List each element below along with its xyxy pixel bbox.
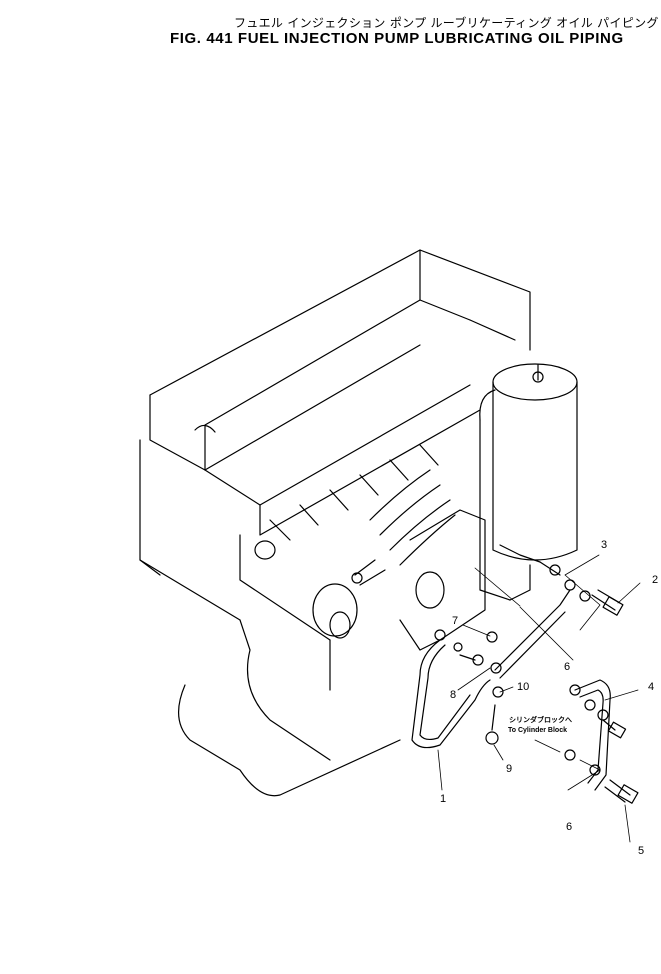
callout-6-upper: 6 [564, 661, 570, 673]
callout-3: 3 [601, 539, 607, 551]
figure-title: FIG. 441 FUEL INJECTION PUMP LUBRICATING… [170, 30, 624, 47]
callout-7: 7 [452, 615, 458, 627]
note-japanese: シリンダブロックへ [509, 715, 572, 724]
note-to-cylinder-block: To Cylinder Block [508, 727, 567, 734]
callout-5: 5 [638, 845, 644, 857]
callout-2: 2 [652, 574, 658, 586]
pipe-4 [574, 679, 627, 791]
small-bolts [453, 631, 596, 745]
callout-4: 4 [648, 681, 654, 693]
callout-8: 8 [450, 689, 456, 701]
callout-9: 9 [506, 763, 512, 775]
leader-lines [437, 554, 641, 843]
bolt-5 [564, 749, 639, 804]
bolt-2 [564, 579, 624, 616]
callout-10: 10 [517, 681, 529, 693]
callout-6-lower: 6 [566, 821, 572, 833]
fuel-filter [479, 363, 578, 601]
engine-block [139, 249, 531, 797]
pipe-1 [411, 589, 571, 749]
callout-1: 1 [440, 793, 446, 805]
title-japanese: フュエル インジェクション ポンプ ルーブリケーティング オイル パイピング [234, 16, 659, 30]
